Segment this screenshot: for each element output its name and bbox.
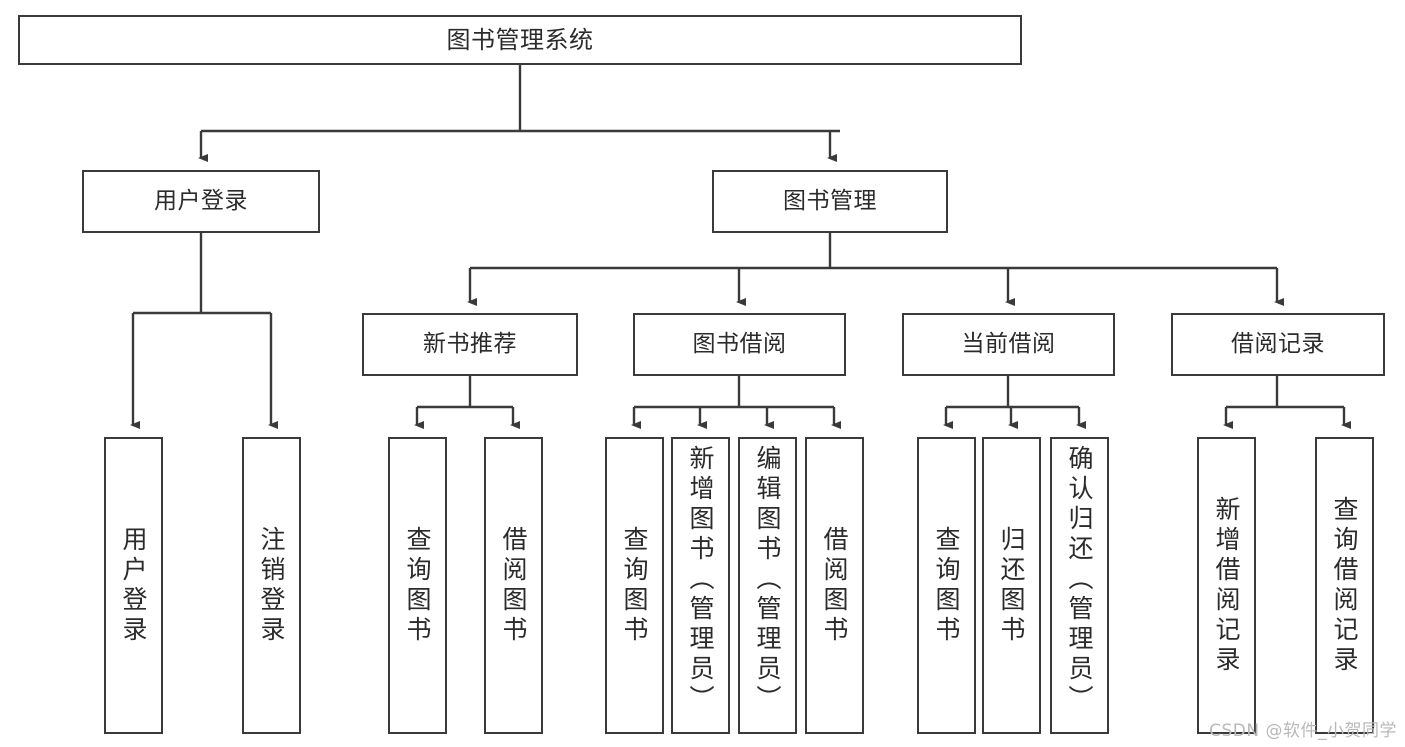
leaf-query-book-recommend[interactable]: 查询图书	[388, 437, 447, 734]
node-label: 确认归还（管理员）	[1065, 445, 1094, 715]
leaf-return-book[interactable]: 归还图书	[982, 437, 1041, 734]
node-label: 图书管理	[783, 187, 877, 214]
node-label: 新书推荐	[423, 330, 517, 357]
node-root-book-management-system[interactable]: 图书管理系统	[18, 15, 1022, 65]
node-label: 注销登录	[257, 525, 286, 646]
node-label: 借阅记录	[1231, 330, 1325, 357]
node-label: 查询图书	[620, 525, 649, 646]
leaf-borrow-book[interactable]: 借阅图书	[805, 437, 864, 734]
node-label: 当前借阅	[961, 330, 1056, 357]
node-label: 编辑图书（管理员）	[753, 445, 782, 715]
leaf-confirm-return-admin[interactable]: 确认归还（管理员）	[1050, 437, 1109, 734]
leaf-logout-login[interactable]: 注销登录	[242, 437, 301, 734]
watermark: CSDN @软件_小贺同学	[1209, 721, 1397, 741]
leaf-query-book-borrow[interactable]: 查询图书	[605, 437, 664, 734]
leaf-borrow-book-recommend[interactable]: 借阅图书	[484, 437, 543, 734]
leaf-query-book-current[interactable]: 查询图书	[917, 437, 976, 734]
node-label: 新增借阅记录	[1212, 495, 1241, 676]
node-label: 查询借阅记录	[1330, 495, 1359, 676]
node-label: 用户登录	[154, 187, 248, 214]
node-label: 图书借阅	[692, 330, 787, 357]
node-current-borrow[interactable]: 当前借阅	[902, 313, 1115, 376]
leaf-user-login[interactable]: 用户登录	[104, 437, 163, 734]
node-borrow-record[interactable]: 借阅记录	[1171, 313, 1385, 376]
leaf-add-borrow-record[interactable]: 新增借阅记录	[1197, 437, 1256, 734]
node-book-borrow[interactable]: 图书借阅	[633, 313, 846, 376]
node-label: 图书管理系统	[446, 25, 594, 54]
leaf-edit-book-admin[interactable]: 编辑图书（管理员）	[738, 437, 797, 734]
node-label: 归还图书	[997, 525, 1026, 646]
leaf-query-borrow-record[interactable]: 查询借阅记录	[1315, 437, 1374, 734]
node-book-manage[interactable]: 图书管理	[712, 170, 948, 233]
node-user-login[interactable]: 用户登录	[82, 170, 320, 233]
leaf-add-book-admin[interactable]: 新增图书（管理员）	[671, 437, 730, 734]
node-label: 用户登录	[119, 525, 148, 646]
node-label: 借阅图书	[499, 525, 528, 646]
node-label: 查询图书	[403, 525, 432, 646]
node-new-book-recommend[interactable]: 新书推荐	[362, 313, 578, 376]
node-label: 新增图书（管理员）	[686, 445, 715, 715]
node-label: 借阅图书	[820, 525, 849, 646]
node-label: 查询图书	[932, 525, 961, 646]
